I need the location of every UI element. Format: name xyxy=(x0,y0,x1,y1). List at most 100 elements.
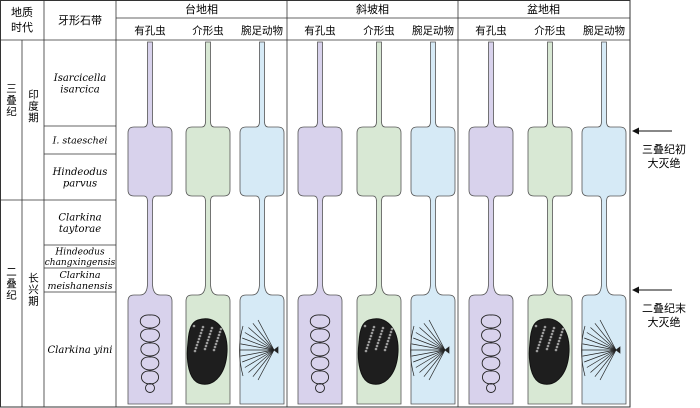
brachiopod-rib xyxy=(240,349,275,357)
ostracod-texture-dot xyxy=(216,336,220,340)
foraminifera-range-bar xyxy=(297,41,343,405)
ostracod-texture-dot xyxy=(381,326,385,330)
foraminifera-chamber-right xyxy=(149,328,160,343)
ostracod-texture-dot xyxy=(557,339,561,343)
brachiopod-rib xyxy=(590,327,617,351)
brachiopod-rib xyxy=(584,337,617,351)
foraminifera-chamber-right xyxy=(490,342,501,357)
ostracod-texture-dot xyxy=(203,347,207,351)
brachiopod-rib xyxy=(590,349,617,373)
ostracod-texture-dot xyxy=(217,333,221,337)
extinction-event-label: 二叠纪末 xyxy=(642,301,686,315)
foraminifera-chamber-right xyxy=(149,342,160,357)
foraminifera-proloculus xyxy=(486,383,496,393)
ostracod-texture-dot xyxy=(197,337,201,341)
ostracod-texture-dot xyxy=(540,334,544,338)
ostracod-texture-dot xyxy=(194,346,198,350)
ostracod-texture-dot xyxy=(534,324,538,328)
ostracod-texture-dot xyxy=(370,331,374,335)
brachiopod-rib xyxy=(252,349,275,377)
brachiopod-rib xyxy=(419,349,446,373)
ostracod-texture-dot xyxy=(389,330,393,334)
ostracod-texture-dot xyxy=(555,345,559,349)
foraminifera-proloculus xyxy=(145,383,155,393)
ostracod-texture-dot xyxy=(550,332,554,336)
conodont-zone-label: taytorae xyxy=(59,224,101,235)
conodont-zone-label: Clarkina xyxy=(58,212,101,223)
ostracod-texture-dot xyxy=(364,349,368,353)
conodont-zone-label: I. staeschei xyxy=(52,135,108,146)
foraminifera-chamber-right xyxy=(319,328,330,343)
ostracod-texture-dot xyxy=(374,347,378,351)
ostracod-texture-dot xyxy=(558,336,562,340)
brachiopod-rib xyxy=(244,349,275,368)
ostracod-texture-dot xyxy=(205,341,209,345)
ostracod-texture-dot xyxy=(213,345,217,349)
ostracod-texture-dot xyxy=(212,348,216,352)
brachiopod-margin xyxy=(239,325,244,377)
foraminifera-chamber-left xyxy=(309,314,321,329)
taxon-header: 腕足动物 xyxy=(241,24,283,37)
brachiopod-rib xyxy=(411,343,446,351)
ostracod-texture-dot xyxy=(200,328,204,332)
foraminifera-icon xyxy=(480,314,502,393)
ostracod-texture-dot xyxy=(377,338,381,342)
brachiopod-rib xyxy=(248,349,275,373)
brachiopod-rib xyxy=(411,349,446,357)
ostracod-texture-dot xyxy=(548,338,552,342)
foraminifera-chamber-left xyxy=(482,370,492,385)
foraminifera-chamber-left xyxy=(481,342,492,357)
ostracod-icon xyxy=(186,318,228,385)
foraminifera-chamber-left xyxy=(480,314,492,329)
ostracod-texture-dot xyxy=(365,346,369,350)
stage-label: 长兴期 xyxy=(27,272,39,307)
conodont-zone-label: Isarcicella xyxy=(53,73,107,84)
period-label: 二叠纪 xyxy=(5,266,17,301)
foraminifera-chamber-right xyxy=(149,314,161,329)
zone-header: 牙形石带 xyxy=(58,14,102,27)
conodont-zone-label: Hindeodus xyxy=(54,247,105,257)
brachiopod-rib xyxy=(594,323,617,351)
ostracod-texture-dot xyxy=(380,329,384,333)
foraminifera-chamber-right xyxy=(490,314,502,329)
ostracod-texture-dot xyxy=(535,349,539,353)
ostracod-texture-dot xyxy=(371,328,375,332)
ostracod-texture-dot xyxy=(218,330,222,334)
foraminifera-chamber-right xyxy=(319,314,331,329)
taxon-header: 介形虫 xyxy=(363,25,395,37)
foraminifera-range-bar xyxy=(127,41,173,405)
foraminifera-chamber-left xyxy=(141,370,151,385)
ostracod-range-bar xyxy=(356,41,402,405)
taxon-header: 有孔虫 xyxy=(475,24,507,37)
brachiopod-rib xyxy=(582,349,617,357)
stage-label: 印度期 xyxy=(27,89,39,124)
period-label: 三叠纪 xyxy=(5,83,17,118)
ostracod-texture-dot xyxy=(378,335,382,339)
foraminifera-chamber-left xyxy=(140,328,151,343)
ostracod-texture-dot xyxy=(209,329,213,333)
ostracod-texture-dot xyxy=(539,337,543,341)
foraminifera-icon xyxy=(139,314,161,393)
ostracod-texture-dot xyxy=(549,335,553,339)
ostracod-texture-dot xyxy=(192,324,196,328)
brachiopod-rib xyxy=(242,349,275,363)
brachiopod-range-bar xyxy=(410,41,456,405)
ostracod-texture-dot xyxy=(198,334,202,338)
conodont-zone-label: meishanensis xyxy=(48,281,113,292)
ostracod-texture-dot xyxy=(219,327,223,331)
ostracod-texture-dot xyxy=(368,337,372,341)
ostracod-texture-dot xyxy=(560,330,564,334)
taxon-header: 腕足动物 xyxy=(412,24,454,37)
ostracod-texture-dot xyxy=(376,341,380,345)
brachiopod-range-bar xyxy=(239,41,285,405)
ostracod-range-bar xyxy=(527,41,573,405)
ostracod-texture-dot xyxy=(390,327,394,331)
ostracod-texture-dot xyxy=(195,343,199,347)
ostracod-texture-dot xyxy=(388,333,392,337)
era-header-line-2: 时代 xyxy=(11,21,33,34)
ostracod-texture-dot xyxy=(199,331,203,335)
foraminifera-range-bar xyxy=(468,41,514,405)
brachiopod-rib xyxy=(586,332,617,351)
foraminifera-chamber-left xyxy=(310,328,321,343)
brachiopod-rib xyxy=(248,327,275,351)
